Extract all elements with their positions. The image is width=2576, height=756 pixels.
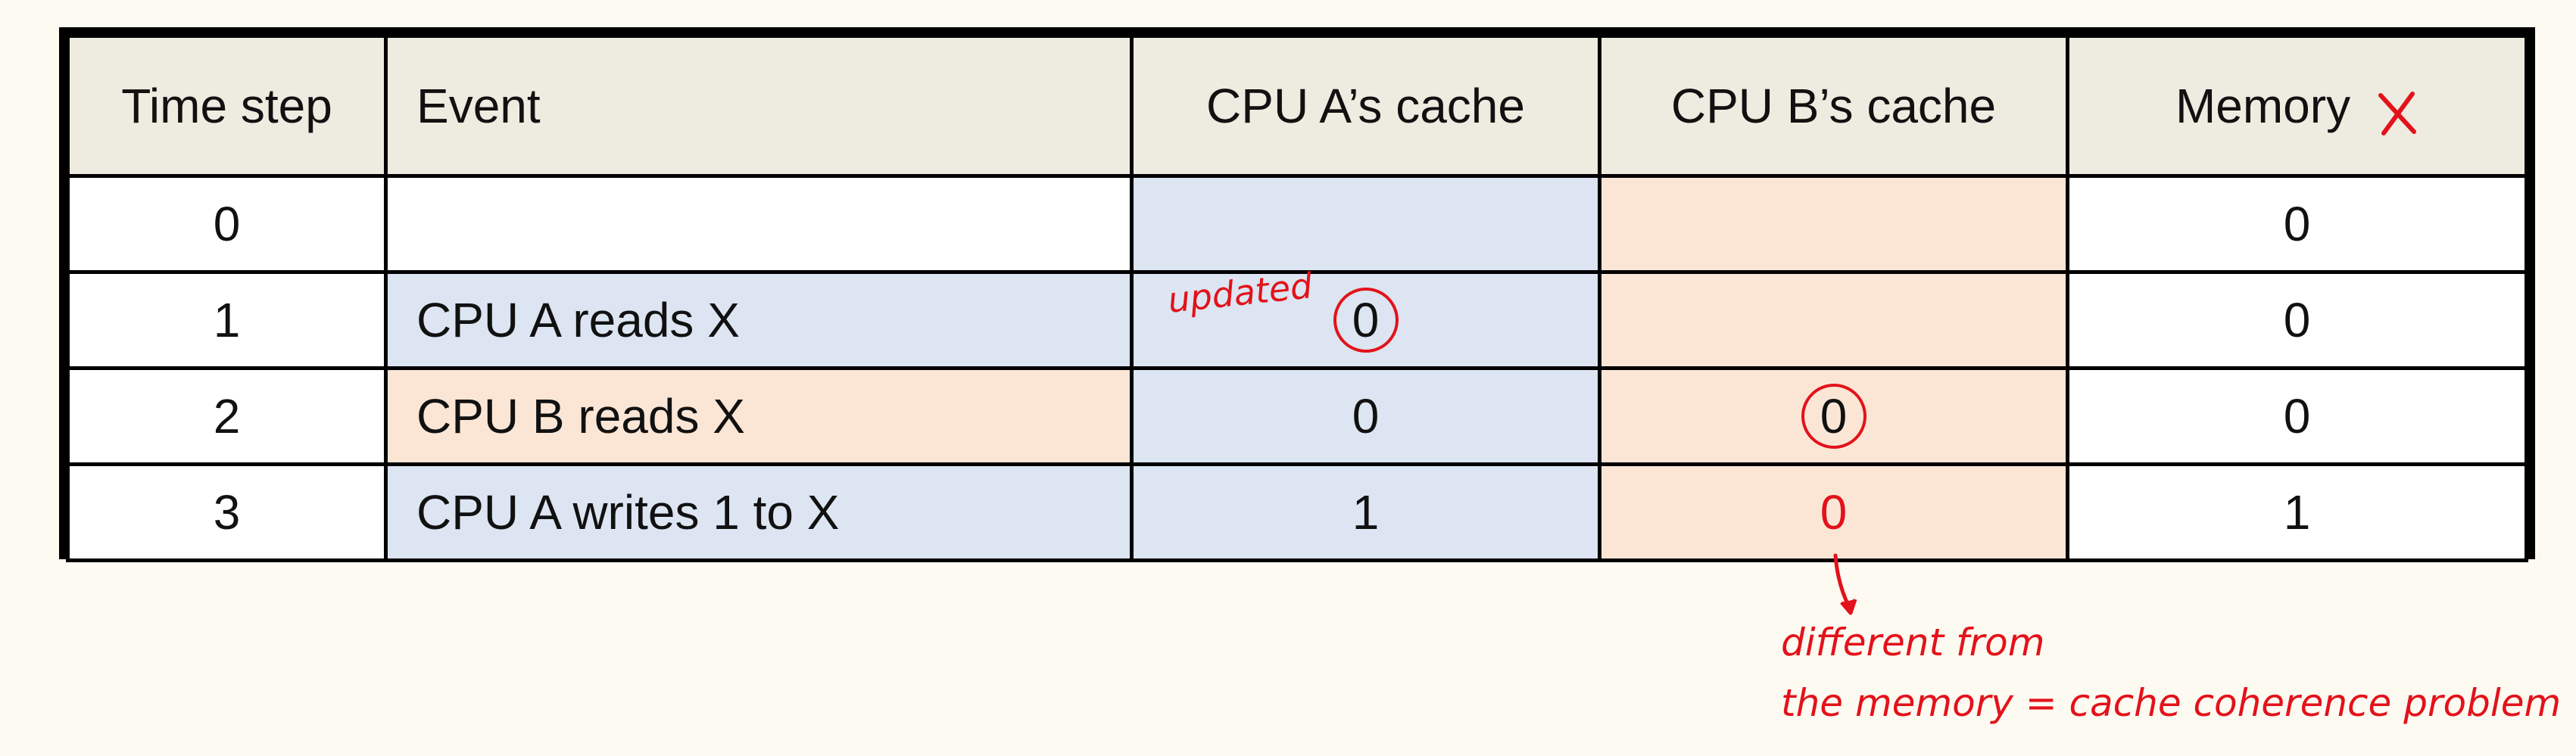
- note-line-1: different from: [1781, 621, 2045, 664]
- header-row: Time step Event CPU A’s cache CPU B’s ca…: [66, 34, 2528, 178]
- x-mark-icon: [2378, 92, 2416, 135]
- header-event: Event: [384, 34, 1134, 178]
- circled-value: 0: [1801, 384, 1867, 449]
- red-circle-mark: [1801, 384, 1867, 449]
- cell-cpu-a: 1: [1130, 462, 1601, 562]
- cell-event: [384, 174, 1134, 274]
- header-time-step: Time step: [66, 34, 388, 178]
- circled-value: 0: [1333, 288, 1399, 353]
- header-cpu-b-cache: CPU B’s cache: [1598, 34, 2069, 178]
- header-memory-label: Memory: [2175, 79, 2351, 133]
- cell-cpu-b: 0: [1598, 366, 2069, 466]
- cell-cpu-b-stale: 0: [1598, 462, 2069, 562]
- cell-cpu-b: [1598, 270, 2069, 370]
- cell-memory: 0: [2066, 366, 2528, 466]
- arrow-down-icon: [1833, 553, 1857, 615]
- header-memory: Memory: [2066, 34, 2528, 178]
- cell-cpu-a: 0: [1130, 270, 1601, 370]
- table: Time step Event CPU A’s cache CPU B’s ca…: [66, 34, 2528, 562]
- cache-coherence-table: Time step Event CPU A’s cache CPU B’s ca…: [59, 27, 2535, 562]
- cell-step: 0: [66, 174, 388, 274]
- table-row: 3 CPU A writes 1 to X 1 0 1: [66, 462, 2528, 562]
- header-cpu-a-cache: CPU A’s cache: [1130, 34, 1601, 178]
- cell-step: 3: [66, 462, 388, 562]
- note-line-2: the memory = cache coherence problem: [1781, 681, 2562, 725]
- cell-memory: 1: [2066, 462, 2528, 562]
- table-row: 2 CPU B reads X 0 0 0: [66, 366, 2528, 466]
- cell-step: 1: [66, 270, 388, 370]
- cell-cpu-a: 0: [1130, 366, 1601, 466]
- cell-step: 2: [66, 366, 388, 466]
- cell-memory: 0: [2066, 174, 2528, 274]
- table-row: 0 0: [66, 174, 2528, 274]
- cell-memory: 0: [2066, 270, 2528, 370]
- cell-event: CPU A reads X: [384, 270, 1134, 370]
- cell-cpu-b: [1598, 174, 2069, 274]
- red-circle-mark: [1333, 288, 1399, 353]
- cell-cpu-a: [1130, 174, 1601, 274]
- table-row: 1 CPU A reads X 0 0: [66, 270, 2528, 370]
- cell-event: CPU B reads X: [384, 366, 1134, 466]
- cell-event: CPU A writes 1 to X: [384, 462, 1134, 562]
